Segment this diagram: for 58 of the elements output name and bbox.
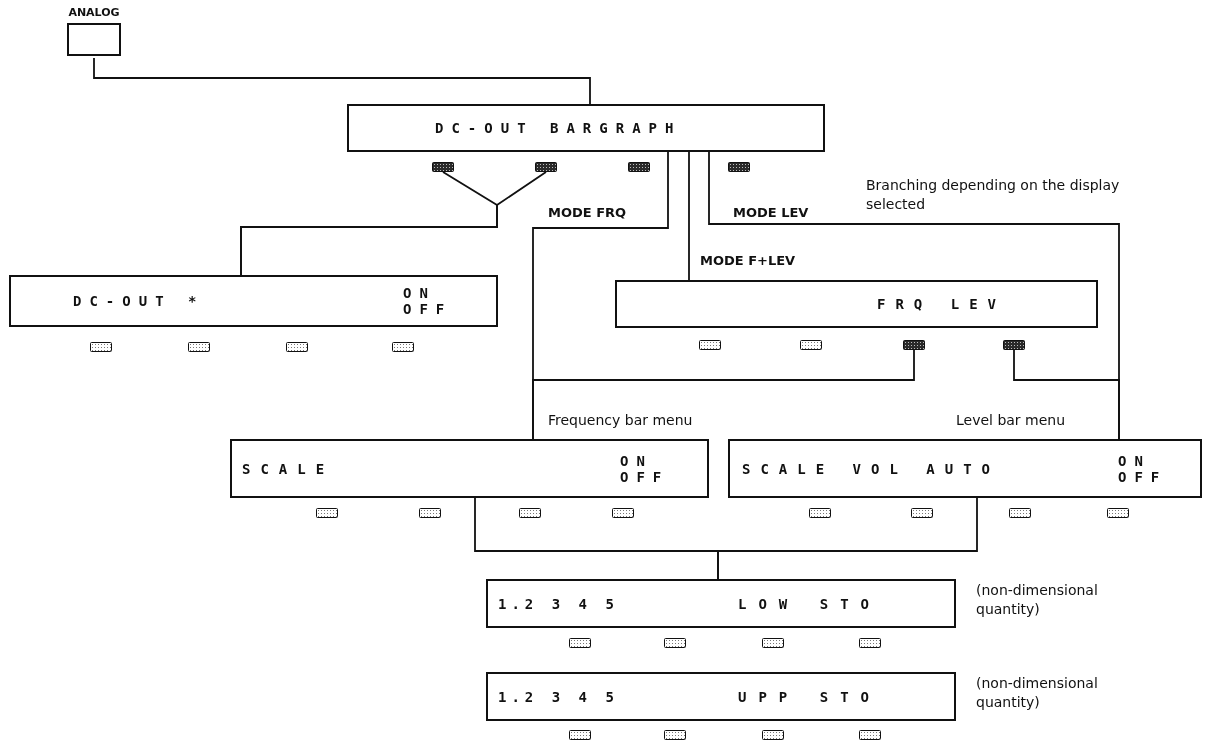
softkey [1107,508,1129,518]
softkey [800,340,822,350]
edge-label: MODE LEV [731,205,811,220]
softkey [762,638,784,648]
lcd-display [347,104,825,152]
display-text: DC-OUT BARGRAPH [435,119,682,137]
display-text: LOW STO [738,595,881,612]
caption-text: Frequency bar menu [548,411,693,430]
connector-line [240,171,547,276]
softkey [612,508,634,518]
softkey [316,508,338,518]
softkey [859,730,881,740]
connector-line [688,151,690,281]
softkey [1009,508,1031,518]
softkey [392,342,414,352]
edge-label: MODE FRQ [546,205,629,220]
display-text: ON OFF [1118,452,1169,485]
softkey [664,638,686,648]
softkey [728,162,750,172]
note-text: Branching depending on the display selected [866,176,1121,214]
display-text: 1.2 3 4 5 [498,688,619,705]
edge-label: MODE F+LEV [698,253,798,268]
softkey [1003,340,1025,350]
softkey [762,730,784,740]
display-text: UPP STO [738,688,881,705]
softkey [432,162,454,172]
display-text: ON OFF [620,452,671,485]
softkey [699,340,721,350]
connector-line [532,349,915,440]
display-text: SCALE VOL AUTO [742,460,1000,477]
softkey [519,508,541,518]
display-text: SCALE [242,460,335,477]
softkey [859,638,881,648]
softkey [419,508,441,518]
display-text: DC-OUT * [73,292,205,310]
caption-text: (non-dimensional quantity) [976,581,1099,619]
lcd-display [615,280,1098,328]
softkey [286,342,308,352]
softkey [188,342,210,352]
softkey [903,340,925,350]
display-text: ON OFF [403,284,454,318]
softkey [90,342,112,352]
connector-line [93,57,591,105]
key-label: ANALOG [68,6,120,19]
softkey [628,162,650,172]
caption-text: (non-dimensional quantity) [976,674,1099,712]
caption-text: Level bar menu [956,411,1066,430]
softkey [911,508,933,518]
softkey [809,508,831,518]
softkey [569,638,591,648]
softkey [664,730,686,740]
display-text: FRQ LEV [877,295,1006,313]
display-text: 1.2 3 4 5 [498,595,619,612]
lcd-display [9,275,498,327]
connector-line [717,497,978,580]
softkey [535,162,557,172]
connector-line [1013,349,1120,440]
softkey [569,730,591,740]
